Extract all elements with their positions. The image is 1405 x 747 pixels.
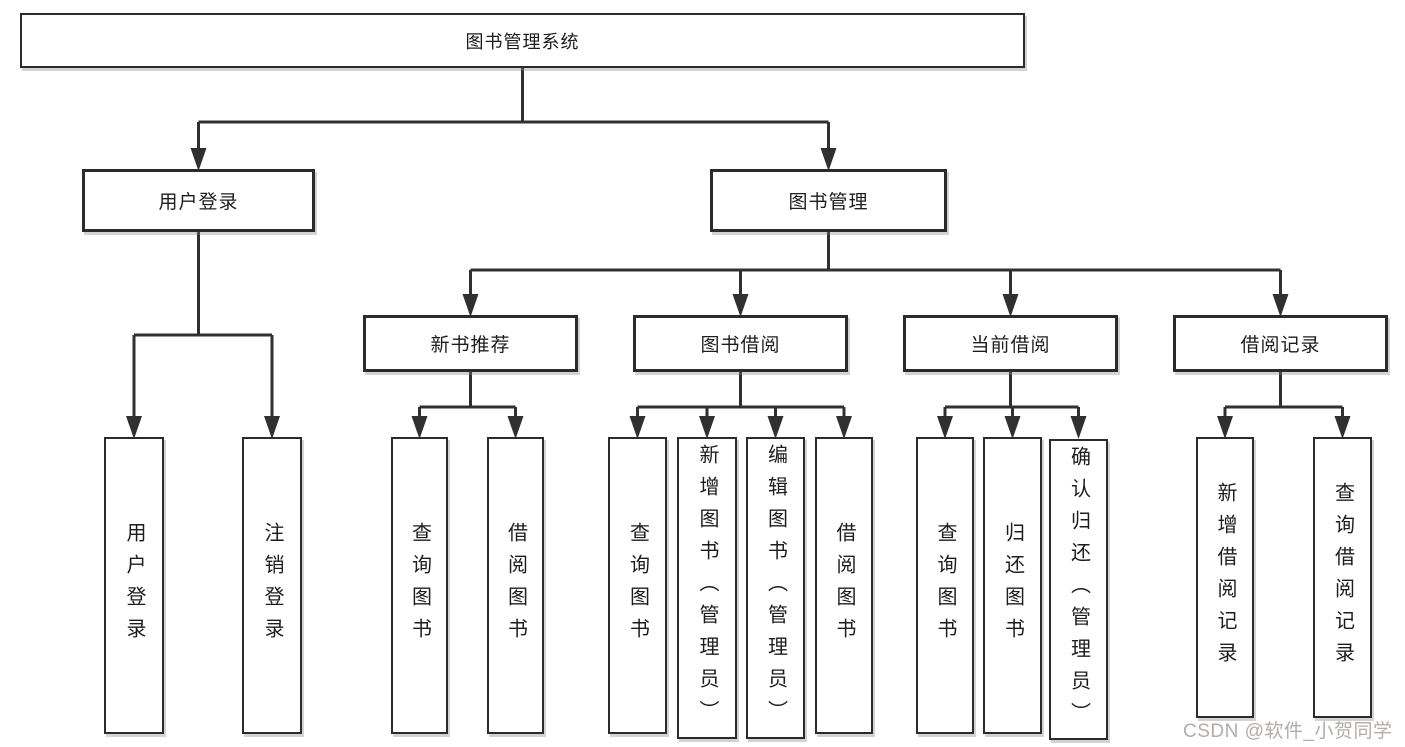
leaf-user-login: 用户登录 <box>104 437 164 734</box>
branch-current-borrow: 当前借阅 <box>903 315 1118 372</box>
leaf-return-books-label: 归还图书 <box>1001 521 1024 650</box>
branch-book-management: 图书管理 <box>710 169 947 232</box>
leaf-query-books-borrow: 查询图书 <box>608 437 667 734</box>
leaf-logout: 注销登录 <box>242 437 302 734</box>
leaf-borrow-books-recommend-label: 借阅图书 <box>504 521 527 650</box>
leaf-confirm-return-admin: 确认归还（管理员） <box>1049 439 1108 740</box>
leaf-confirm-return-admin-label: 确认归还（管理员） <box>1067 445 1090 734</box>
leaf-query-books-current-label: 查询图书 <box>934 521 956 650</box>
leaf-add-books-admin-label: 新增图书（管理员） <box>696 444 718 732</box>
node-root: 图书管理系统 <box>20 13 1025 68</box>
branch-book-borrow: 图书借阅 <box>633 315 848 372</box>
leaf-borrow-books: 借阅图书 <box>815 437 873 734</box>
leaf-return-books: 归还图书 <box>983 437 1042 734</box>
branch-new-book-recommend: 新书推荐 <box>363 315 578 372</box>
leaf-query-books-borrow-label: 查询图书 <box>626 521 649 650</box>
connector-strokes <box>132 68 1344 420</box>
leaf-edit-books-admin: 编辑图书（管理员） <box>746 437 805 739</box>
leaf-query-books-recommend-label: 查询图书 <box>408 521 431 650</box>
leaf-query-books-recommend: 查询图书 <box>391 437 448 734</box>
leaf-query-books-current: 查询图书 <box>916 437 974 734</box>
leaf-query-borrow-record-label: 查询借阅记录 <box>1331 481 1354 674</box>
leaf-edit-books-admin-label: 编辑图书（管理员） <box>764 444 787 732</box>
arrow-down-icons <box>126 148 1351 439</box>
leaf-add-borrow-record-label: 新增借阅记录 <box>1214 481 1236 674</box>
leaf-logout-label: 注销登录 <box>261 521 283 650</box>
leaf-add-books-admin: 新增图书（管理员） <box>677 437 737 739</box>
leaf-add-borrow-record: 新增借阅记录 <box>1196 437 1254 718</box>
leaf-borrow-books-label: 借阅图书 <box>833 521 855 650</box>
leaf-user-login-label: 用户登录 <box>123 521 145 650</box>
branch-borrow-records: 借阅记录 <box>1173 315 1388 372</box>
leaf-borrow-books-recommend: 借阅图书 <box>487 437 544 734</box>
csdn-watermark: CSDN @软件_小贺同学 <box>1183 721 1393 742</box>
branch-user-login: 用户登录 <box>82 169 315 232</box>
leaf-query-borrow-record: 查询借阅记录 <box>1313 437 1372 718</box>
